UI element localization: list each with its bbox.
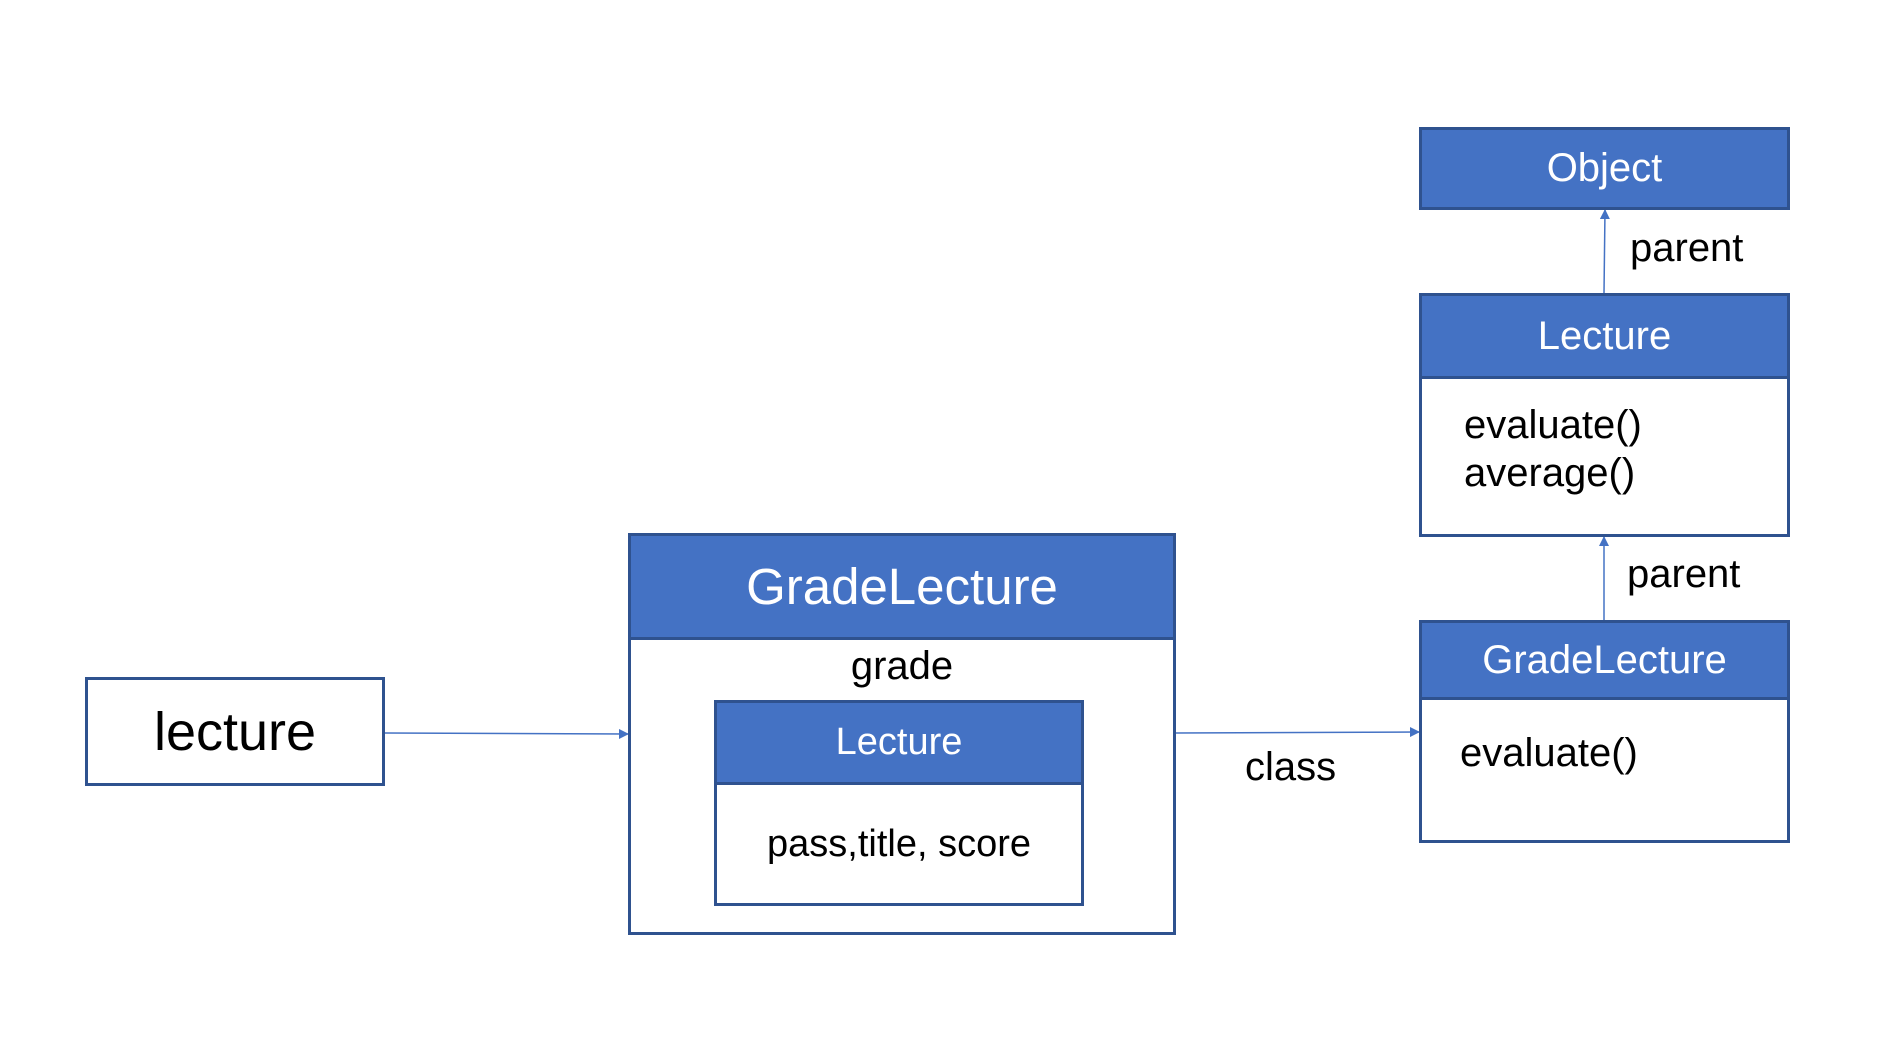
- instance-header: GradeLecture: [631, 536, 1173, 640]
- inner-lecture-fields: pass,title, score: [767, 823, 1031, 865]
- variable-name: lecture: [153, 701, 317, 762]
- class-link-label: class: [1245, 745, 1337, 789]
- inner-lecture-header: Lecture: [717, 703, 1081, 785]
- parent-link-label-lower: parent: [1627, 552, 1741, 596]
- inner-lecture-title: Lecture: [835, 721, 963, 763]
- gradelecture-class-box: GradeLecture evaluate(): [1419, 620, 1790, 843]
- object-class-title: Object: [1546, 146, 1663, 190]
- arrow-variable-to-instance: [384, 728, 629, 739]
- parent-link-label-upper: parent: [1630, 226, 1744, 270]
- lecture-method-average: average(): [1464, 451, 1636, 495]
- instance-box: GradeLecture grade Lecture pass,title, s…: [628, 533, 1176, 935]
- instance-title: GradeLecture: [746, 558, 1058, 615]
- object-class-box: Object: [1419, 127, 1790, 210]
- object-class-header: Object: [1422, 130, 1787, 207]
- lecture-class-title: Lecture: [1537, 313, 1672, 358]
- lecture-class-box: Lecture evaluate() average(): [1419, 293, 1790, 537]
- variable-box: lecture: [85, 677, 385, 786]
- arrow-instance-to-class: [1175, 727, 1420, 738]
- instance-member-label: grade: [850, 644, 954, 688]
- lecture-method-evaluate: evaluate(): [1464, 403, 1642, 447]
- gradelecture-class-title: GradeLecture: [1482, 637, 1727, 682]
- gradelecture-class-header: GradeLecture: [1422, 623, 1787, 700]
- lecture-class-header: Lecture: [1422, 296, 1787, 379]
- inner-lecture-box: Lecture pass,title, score: [714, 700, 1084, 906]
- arrow-lecture-to-object: [1599, 209, 1610, 294]
- gradelecture-method-evaluate: evaluate(): [1460, 731, 1638, 775]
